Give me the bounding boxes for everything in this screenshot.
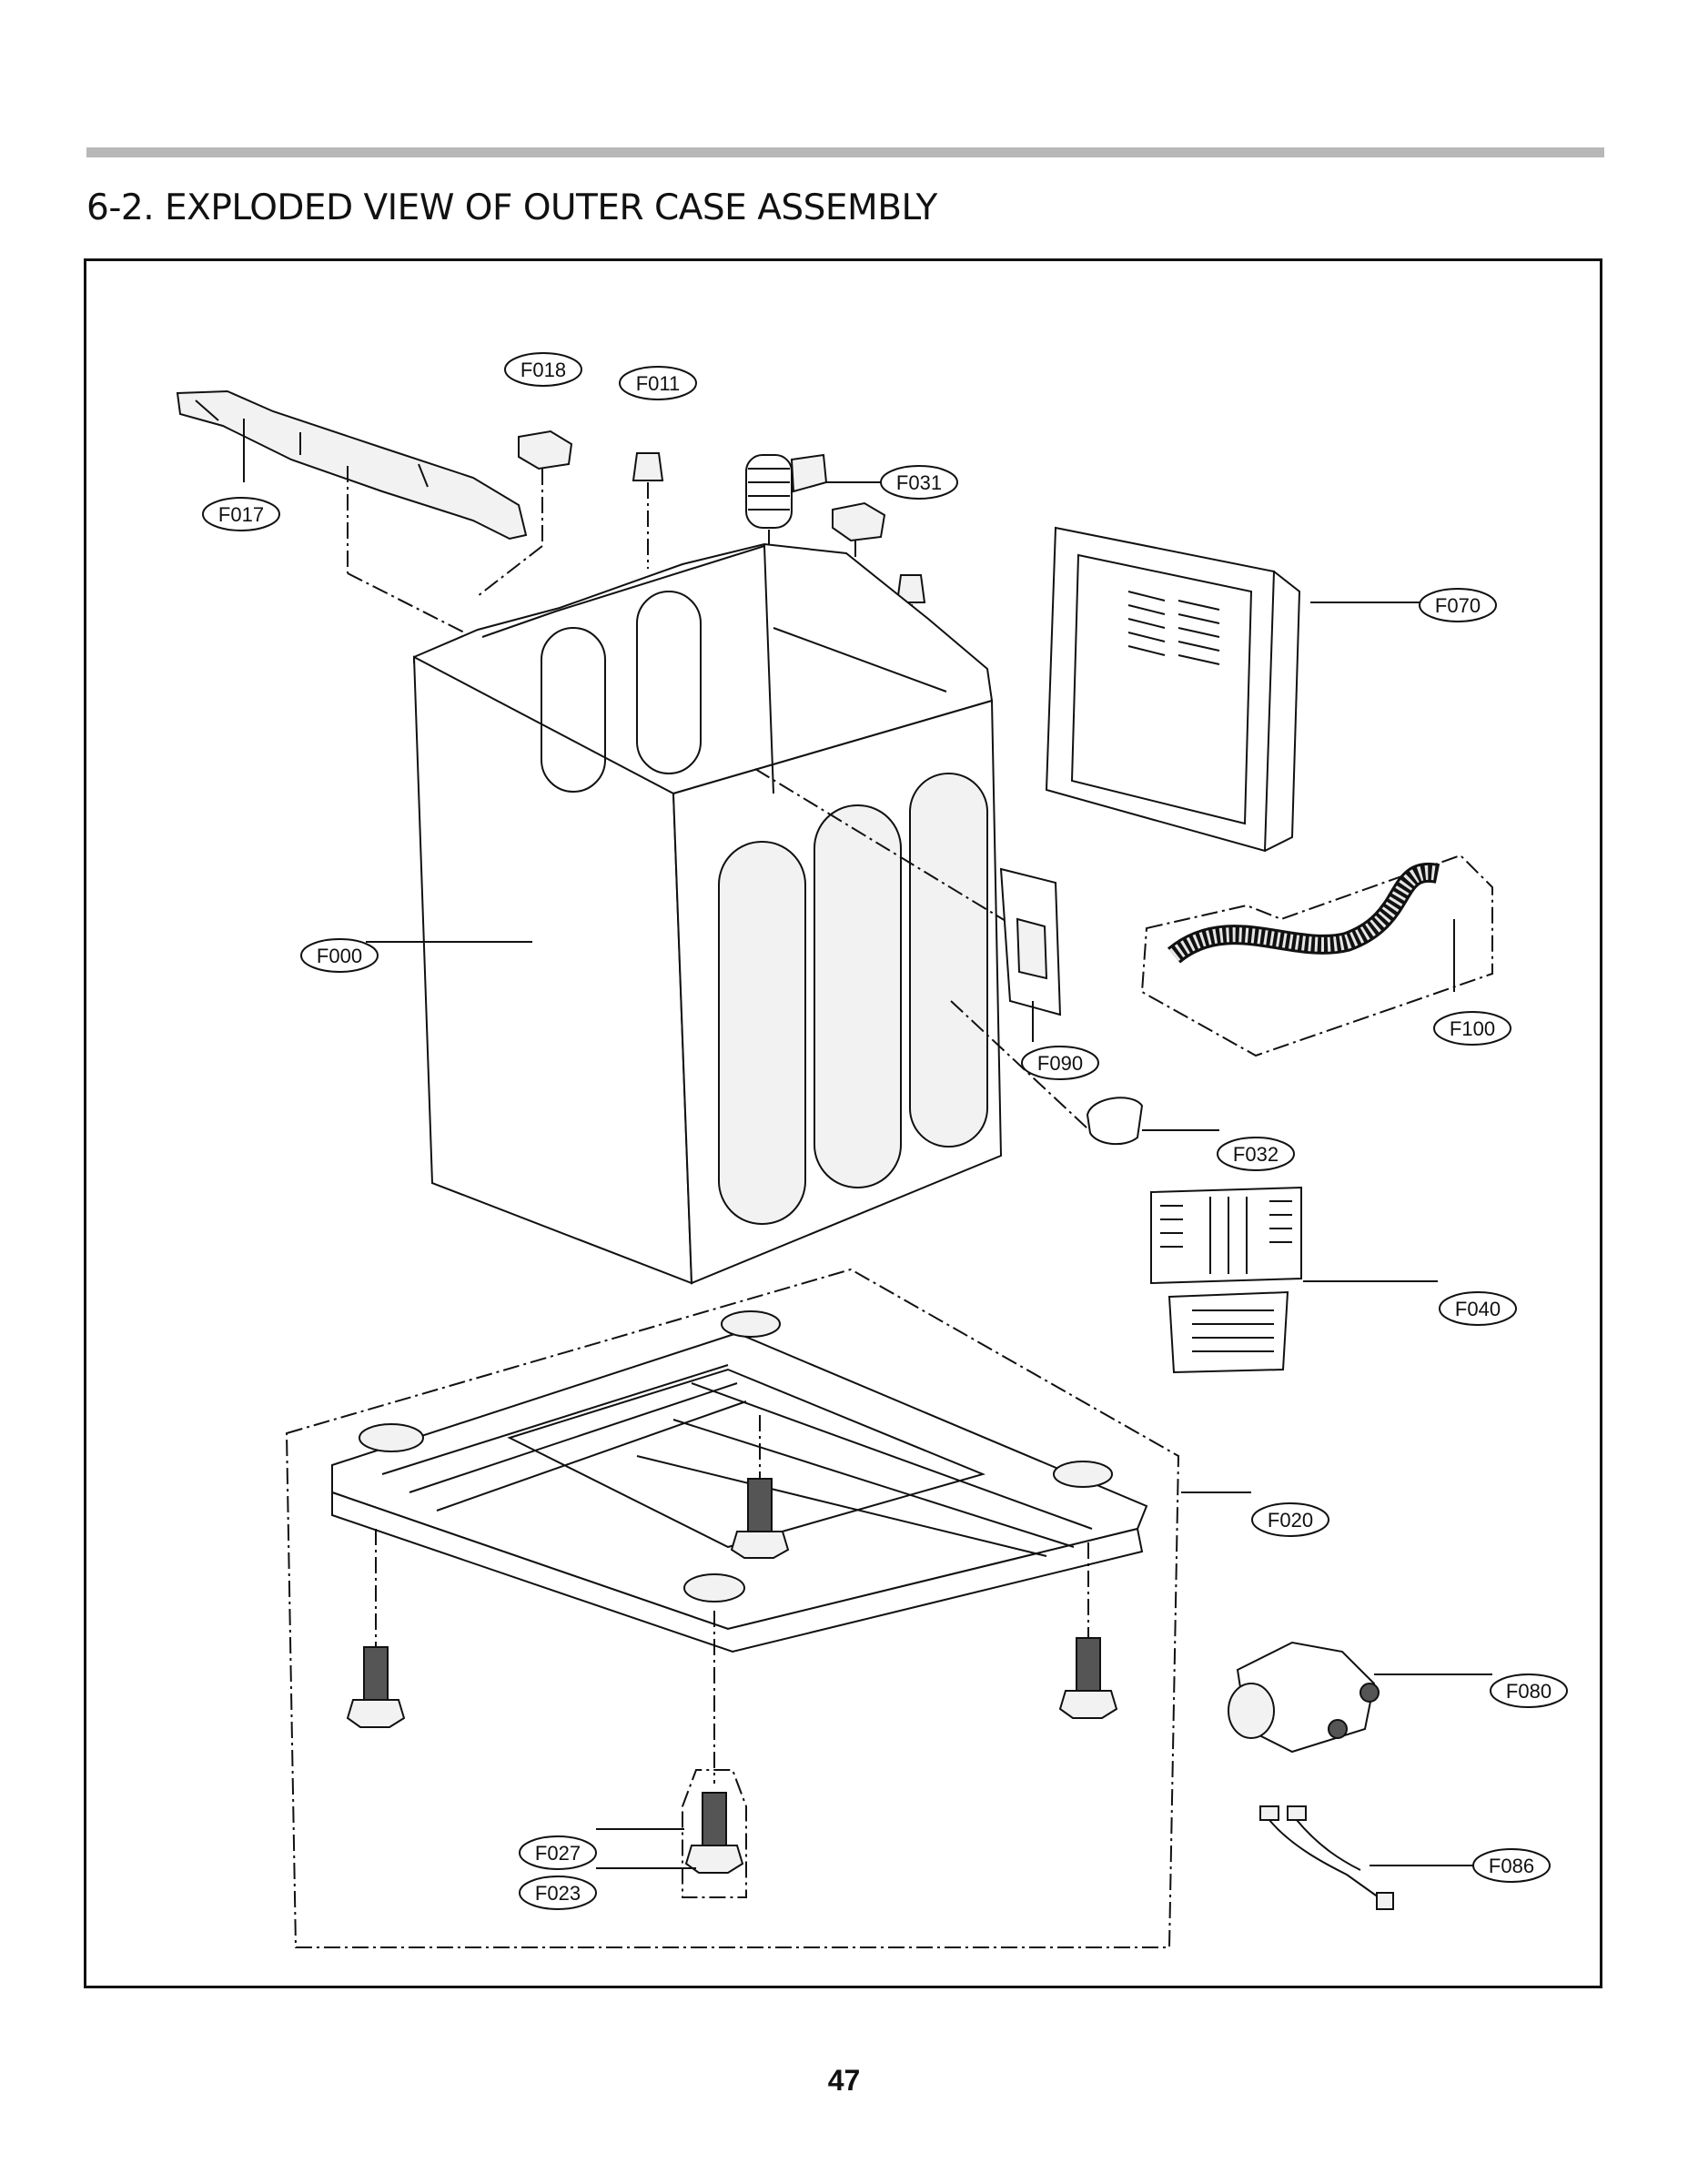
drain-hose-part [1140,854,1493,1057]
inlet-connector-part [745,453,828,529]
svg-text:F027: F027 [535,1842,581,1865]
svg-text:F017: F017 [218,503,264,526]
callout-f017: F017 [202,497,280,531]
base-frame-part [285,1268,1180,1948]
svg-text:F070: F070 [1435,594,1481,617]
header-rule [86,147,1604,157]
callout-f040: F040 [1439,1291,1517,1326]
hose-clamp-part [1086,1097,1144,1146]
top-clip-part [518,430,886,542]
svg-text:F023: F023 [535,1882,581,1905]
rear-cover-part [1045,526,1301,853]
foot-detail-box [682,1769,747,1898]
page-number: 47 [827,2064,861,2097]
f090-guide [754,768,1011,925]
svg-text:F080: F080 [1506,1680,1552,1703]
callout-f018: F018 [504,352,582,387]
svg-text:F086: F086 [1489,1855,1534,1877]
hose-guide-part [999,867,1062,1016]
svg-text:F090: F090 [1037,1052,1083,1075]
f017-guide-2 [347,572,474,638]
callout-f020: F020 [1251,1502,1329,1537]
callout-f027: F027 [519,1835,597,1870]
f032-guide [950,1000,1088,1129]
callout-f000: F000 [300,938,379,973]
callout-f070: F070 [1419,588,1497,622]
callout-f031: F031 [826,465,958,500]
svg-text:F100: F100 [1450,1017,1495,1040]
leveling-foot-part [346,1478,1118,1874]
callout-f100: F100 [1433,1011,1511,1046]
drain-pump-part [1228,1641,1380,1754]
wire-harness-part [1259,1805,1394,1910]
page-title: 6-2. EXPLODED VIEW OF OUTER CASE ASSEMBL… [86,187,937,228]
outer-cabinet-part [412,542,1003,1285]
callout-f023: F023 [519,1876,597,1910]
filter-cover-part [1150,1186,1302,1374]
diagram-frame [84,258,1602,1988]
damper-cap-part [632,452,926,603]
svg-text:F031: F031 [896,471,942,494]
top-bracket-part [176,389,528,541]
svg-text:F011: F011 [636,372,681,395]
svg-text:F020: F020 [1268,1509,1313,1532]
svg-text:F032: F032 [1233,1143,1279,1166]
callout-f011: F011 [619,366,697,400]
callout-f080: F080 [1490,1673,1568,1708]
svg-text:F000: F000 [317,945,362,967]
svg-text:F040: F040 [1455,1298,1501,1320]
f018-guide-2 [477,545,543,597]
callout-f086: F086 [1472,1848,1551,1883]
callout-f090: F090 [1021,1046,1099,1080]
callout-f032: F032 [1217,1137,1295,1171]
svg-text:F018: F018 [521,359,566,381]
